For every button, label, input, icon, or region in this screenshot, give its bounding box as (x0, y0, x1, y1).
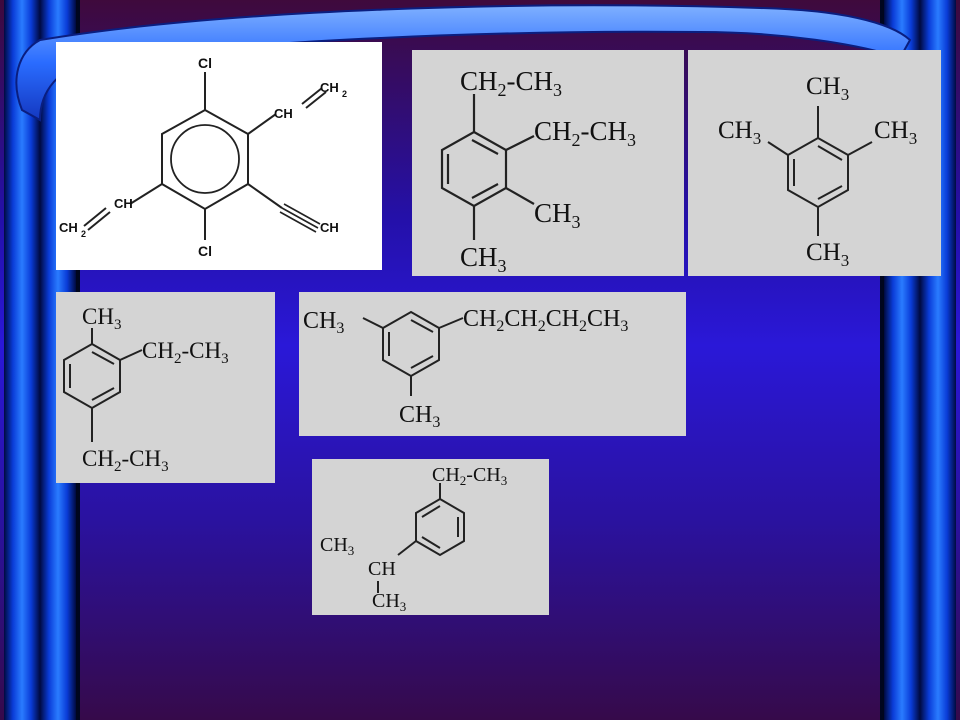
molecule-dimethyl-butyl-benzene: CH3 CH3 CH2CH2CH2CH3 (299, 292, 686, 436)
svg-text:CH3: CH3 (718, 117, 761, 148)
m1-cl-top: Cl (198, 55, 212, 71)
structure-2-svg: CH2-CH3 CH2-CH3 CH3 CH3 (440, 66, 636, 276)
m5-chain-ch-1: CH (463, 306, 496, 332)
m3-right-sub: 3 (909, 129, 918, 148)
m6-isopropyl-ch: CH (368, 558, 396, 580)
m2-mid-sub3: 3 (627, 130, 636, 150)
svg-text:CH2-CH3: CH2-CH3 (432, 464, 507, 488)
m5-chain-sub-3: 2 (579, 318, 587, 335)
m5-left-ch: CH (303, 308, 336, 334)
m1-ch2-right: CH (320, 80, 339, 95)
structure-6-svg: CH2-CH3 CH3 CH CH3 (320, 464, 507, 614)
m4-top-ch: CH (82, 304, 114, 329)
structure-3-svg: CH3 CH3 CH3 CH3 (718, 73, 917, 270)
m2-top-sub: 2 (498, 80, 507, 100)
molecule-ethyl-isopropyl-benzene: CH2-CH3 CH3 CH CH3 (312, 459, 549, 615)
m3-left-sub: 3 (753, 129, 762, 148)
m4-right-dash-ch: -CH (181, 338, 221, 363)
m2-top-sub3: 3 (553, 80, 562, 100)
molecule-dichloro-divinyl-ethynyl-benzene: Cl Cl CH CH 2 CH CH 2 CH (56, 42, 382, 270)
m3-top-sub: 3 (841, 85, 850, 104)
molecule-tetramethyl-benzene: CH3 CH3 CH3 CH3 (688, 50, 941, 276)
m5-chain-ch-2: CH (504, 306, 537, 332)
m6-ethyl-sub3: 3 (501, 473, 508, 488)
m6-ethyl-dash-ch: -CH (466, 464, 500, 486)
m2-top-dash-ch: -CH (507, 66, 554, 96)
svg-text:CH2-CH3: CH2-CH3 (142, 338, 229, 367)
m5-bottom-ch: CH (399, 402, 432, 428)
title-ribbon-decoration (15, 4, 912, 122)
m2-bottom-ch: CH (460, 242, 498, 272)
m5-bottom-sub: 3 (432, 414, 440, 431)
m6-methyl-top-sub: 3 (348, 543, 355, 558)
right-pillar-edge (880, 0, 884, 720)
m3-bottom-ch: CH (806, 239, 841, 266)
m2-mid-sub: 2 (572, 130, 581, 150)
svg-text:CH3: CH3 (399, 402, 440, 431)
m2-right-sub: 3 (572, 212, 581, 232)
m3-bottom-sub: 3 (841, 251, 850, 270)
m5-chain-sub-2: 2 (538, 318, 546, 335)
molecule-diethyl-methyl-benzene: CH3 CH2-CH3 CH2-CH3 (56, 292, 275, 483)
structure-5-svg: CH3 CH3 CH2CH2CH2CH3 (303, 306, 628, 431)
m1-ch-left: CH (114, 196, 133, 211)
left-outer-pillar (4, 0, 40, 720)
m4-bottom-sub: 2 (114, 459, 122, 475)
svg-text:CH2-CH3: CH2-CH3 (460, 66, 562, 100)
m1-cl-bottom: Cl (198, 243, 212, 259)
m6-methyl-bottom-sub: 3 (400, 599, 407, 614)
m5-chain-ch-3: CH (546, 306, 579, 332)
m3-right-ch: CH (874, 117, 909, 144)
m2-bottom-sub: 3 (498, 256, 507, 276)
m2-top-ch: CH (460, 66, 498, 96)
svg-text:CH2-CH3: CH2-CH3 (82, 446, 169, 475)
svg-text:CH3: CH3 (82, 304, 121, 333)
m6-methyl-top-ch: CH (320, 534, 348, 556)
svg-text:CH3: CH3 (806, 239, 849, 270)
m4-bottom-sub3: 3 (161, 459, 169, 475)
m6-ethyl-ch: CH (432, 464, 460, 486)
m2-right-ch: CH (534, 198, 572, 228)
m4-top-sub: 3 (114, 317, 122, 333)
svg-text:CH3: CH3 (806, 73, 849, 104)
m1-ch-right: CH (274, 106, 293, 121)
m6-methyl-bottom-ch: CH (372, 590, 400, 612)
m1-ch2-left-sub: 2 (81, 229, 86, 239)
svg-text:CH2-CH3: CH2-CH3 (534, 116, 636, 150)
m6-ethyl-sub: 2 (460, 473, 467, 488)
m4-right-sub3: 3 (221, 351, 229, 367)
m5-chain-ch-4: CH (587, 306, 620, 332)
svg-text:CH3: CH3 (874, 117, 917, 148)
svg-text:CH3: CH3 (460, 242, 507, 276)
m3-top-ch: CH (806, 73, 841, 100)
m3-left-ch: CH (718, 117, 753, 144)
m1-ch-alkyne: CH (320, 220, 339, 235)
m4-bottom-ch: CH (82, 446, 114, 471)
m5-chain-sub-4: 3 (620, 318, 628, 335)
m4-right-sub: 2 (174, 351, 182, 367)
svg-text:CH3: CH3 (303, 308, 344, 337)
structure-4-svg: CH3 CH2-CH3 CH2-CH3 (63, 304, 229, 475)
svg-text:CH3: CH3 (534, 198, 581, 232)
m1-ch2-left: CH (59, 220, 78, 235)
m1-ch2-right-sub: 2 (342, 89, 347, 99)
m2-mid-ch: CH (534, 116, 572, 146)
molecule-diethyl-dimethyl-benzene: CH2-CH3 CH2-CH3 CH3 CH3 (412, 50, 684, 276)
m5-chain-sub-1: 2 (496, 318, 504, 335)
m4-right-ch: CH (142, 338, 174, 363)
svg-text:CH3: CH3 (372, 590, 406, 614)
m4-bottom-dash-ch: -CH (121, 446, 161, 471)
svg-text:CH3: CH3 (320, 534, 354, 558)
m5-left-sub: 3 (336, 320, 344, 337)
structure-1-svg: Cl Cl CH CH 2 CH CH 2 CH (59, 55, 347, 259)
svg-text:CH2CH2CH2CH3: CH2CH2CH2CH3 (463, 306, 628, 335)
m2-mid-dash-ch: -CH (581, 116, 628, 146)
